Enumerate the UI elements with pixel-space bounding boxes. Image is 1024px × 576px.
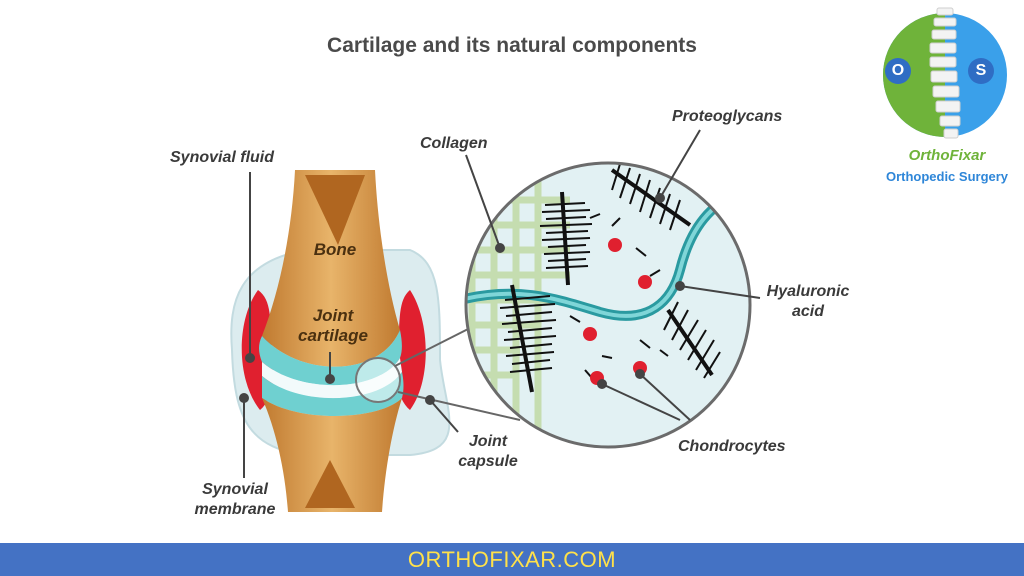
label-joint-cartilage: Joint cartilage: [298, 306, 368, 345]
orthofixar-logo: [883, 7, 1007, 139]
lower-bone: [262, 398, 402, 512]
upper-bone-marrow: [305, 175, 365, 245]
label-chondrocytes: Chondrocytes: [678, 438, 786, 455]
footer-bar: ORTHOFIXAR.COM: [0, 543, 1024, 576]
lower-cartilage: [262, 372, 404, 417]
logo-letter-o: O: [885, 58, 911, 84]
lower-bone-marrow: [305, 460, 355, 508]
logo-letter-s: S: [968, 58, 994, 84]
label-synovial-membrane: Synovial membrane: [194, 481, 276, 518]
spine-icon: [929, 7, 961, 139]
label-collagen: Collagen: [420, 135, 488, 152]
proteoglycan-3: [499, 284, 557, 393]
proteoglycan-1: [539, 191, 593, 286]
brand-tagline: Orthopedic Surgery: [885, 169, 1009, 184]
synovial-membrane-right: [396, 290, 426, 410]
label-joint-capsule: Joint capsule: [458, 433, 518, 470]
footer-link[interactable]: ORTHOFIXAR.COM: [407, 547, 617, 572]
proteoglycan-4: [663, 301, 721, 379]
upper-bone: [262, 170, 400, 367]
label-bone: Bone: [313, 240, 357, 259]
proteoglycan-2: [610, 163, 692, 231]
diagram-title: Cartilage and its natural components: [327, 34, 697, 57]
label-hyaluronic-acid: Hyaluronic acid: [766, 283, 850, 320]
label-synovial-fluid: Synovial fluid: [170, 149, 275, 166]
brand-name: OrthoFixar: [908, 147, 986, 164]
label-proteoglycans: Proteoglycans: [672, 108, 783, 125]
magnifier-spot: [355, 357, 401, 403]
